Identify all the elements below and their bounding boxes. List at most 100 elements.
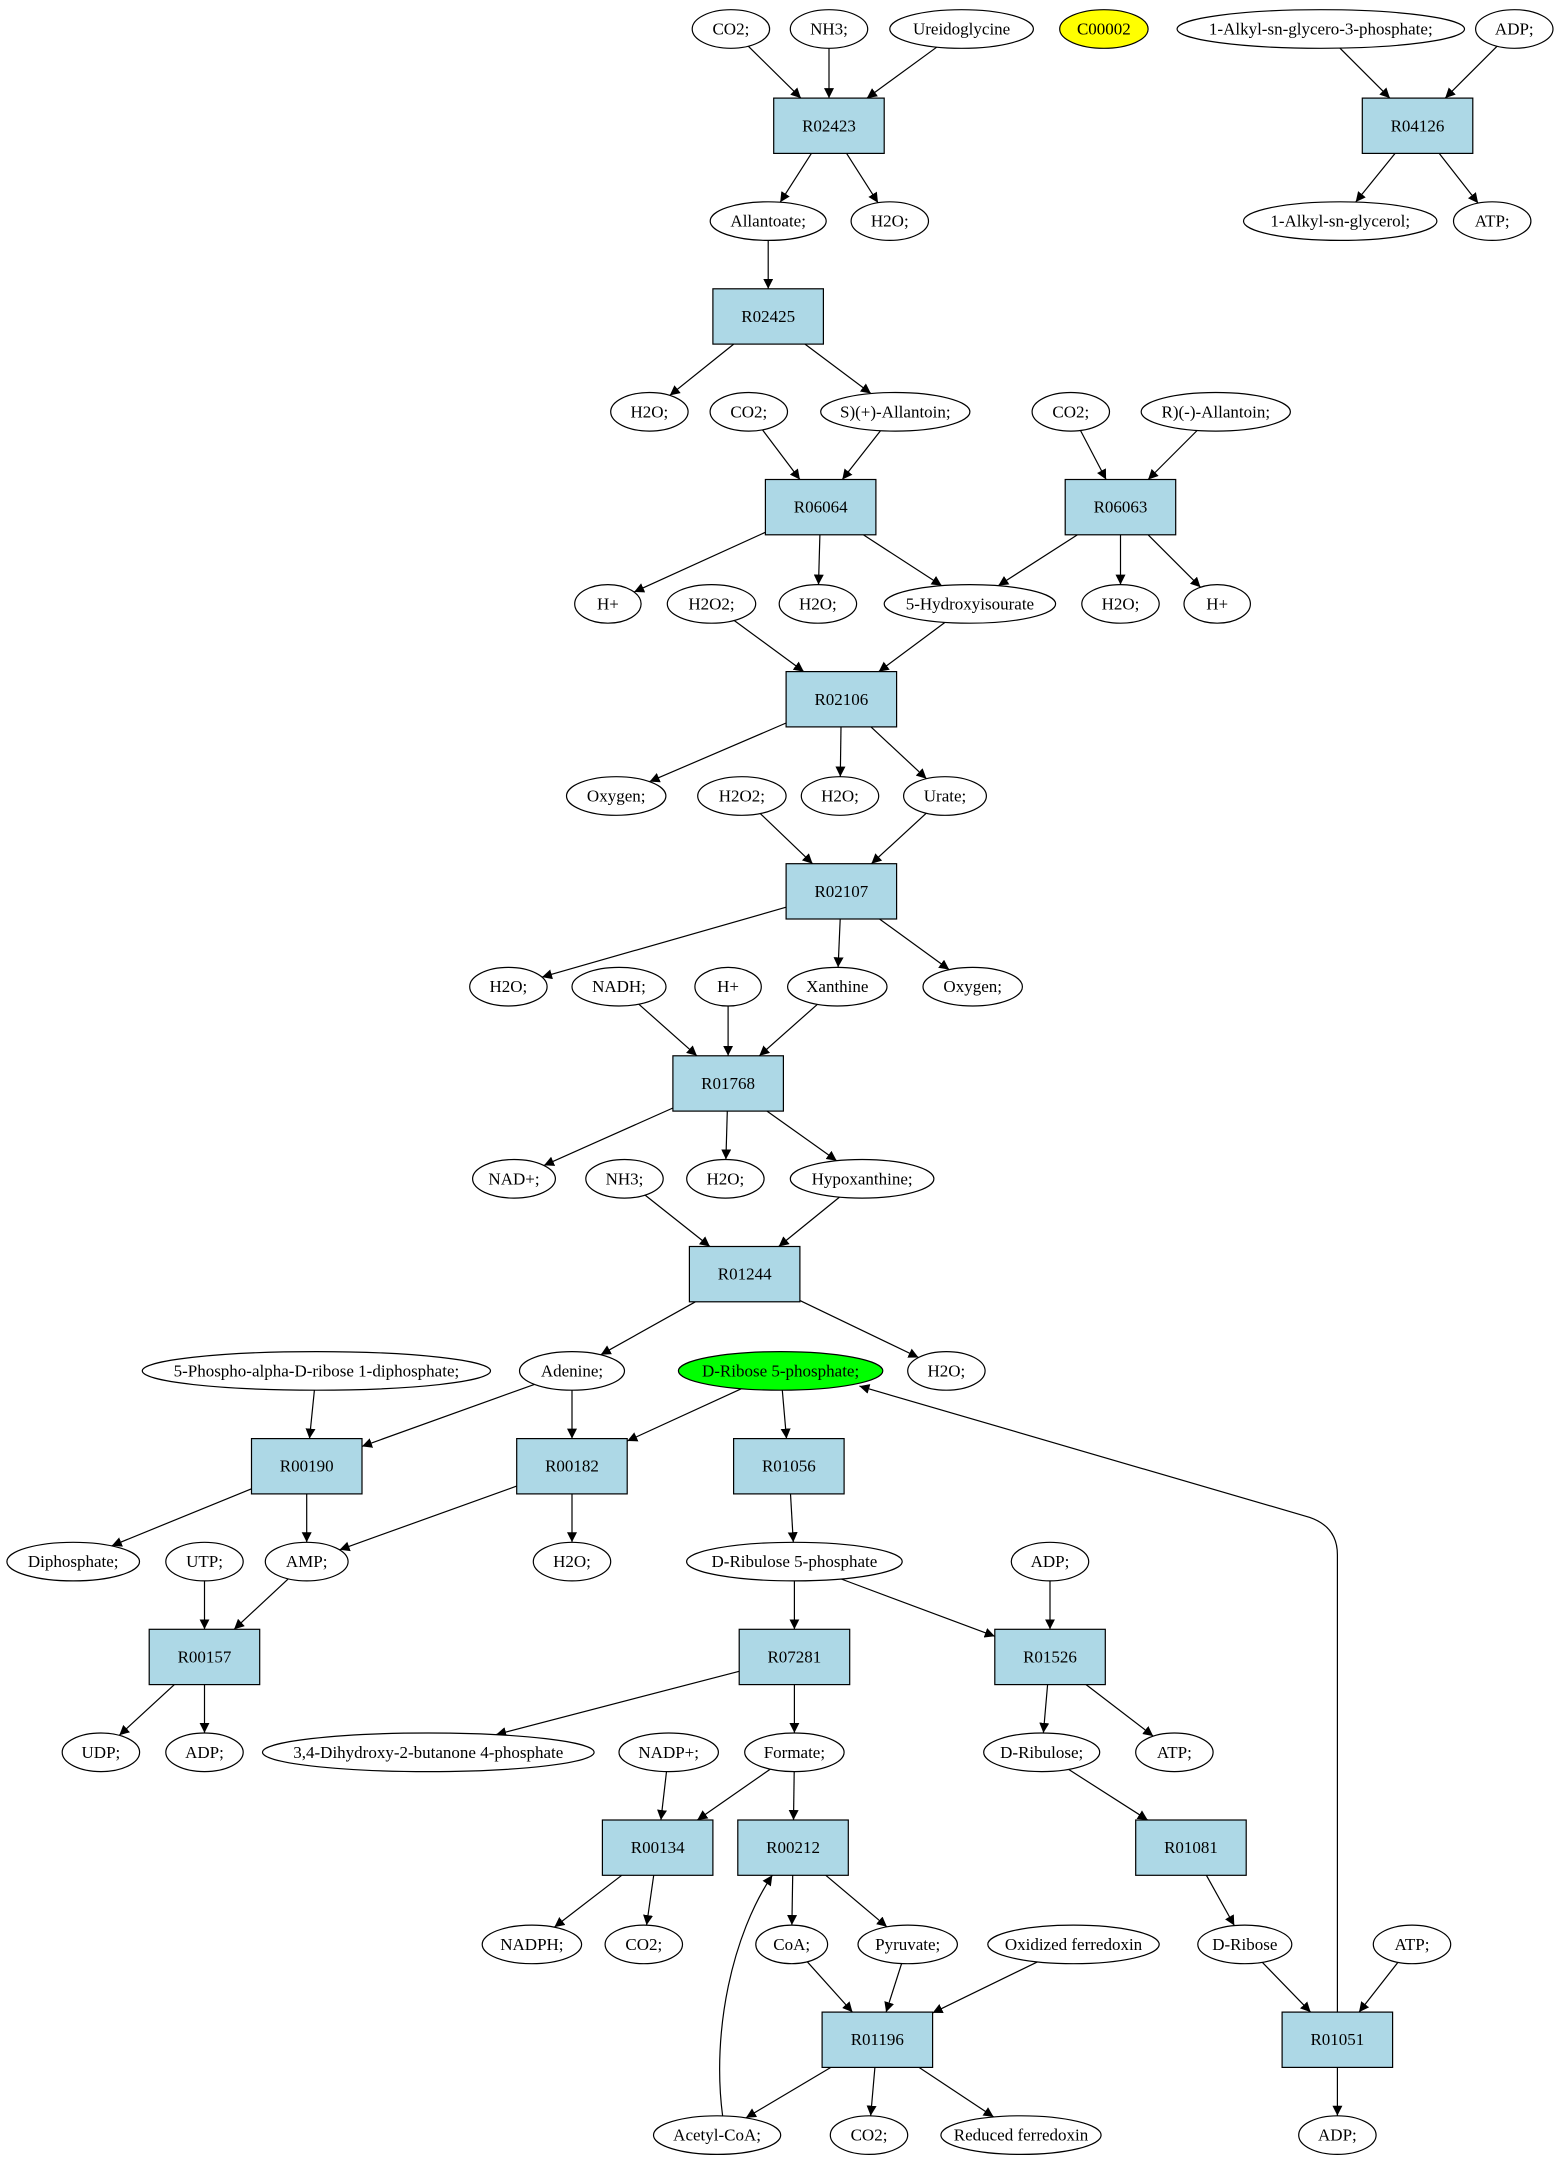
compound-node: NADPH; (481, 1924, 583, 1965)
compound-node: UDP; (61, 1732, 141, 1773)
compound-node: H2O; (532, 1541, 612, 1582)
compound-node: D-Ribose 5-phosphate; (677, 1350, 884, 1391)
edge-R00134-to-c_co2_4 (643, 1875, 655, 1926)
compound-node: H2O2; (697, 776, 787, 816)
edge-c_co2_3-to-R06063 (1079, 430, 1107, 480)
compound-label: D-Ribose (1212, 1935, 1277, 1954)
compound-ellipse (686, 1158, 765, 1199)
compound-node: H+ (1183, 584, 1252, 624)
edge-R02425-to-c_h2o_2 (669, 343, 735, 396)
compound-ellipse (755, 1924, 829, 1965)
reaction-box (1361, 97, 1474, 154)
edge-c_s_allantoin-to-R06064 (841, 430, 881, 480)
reaction-node: R00157 (148, 1628, 261, 1686)
compound-label: AMP; (286, 1552, 328, 1571)
compound-ellipse (61, 1732, 141, 1773)
compound-label: 3,4-Dihydroxy-2-butanone 4-phosphate (293, 1743, 563, 1762)
compound-label: D-Ribulose; (1000, 1743, 1083, 1762)
compound-node: Formate; (744, 1732, 845, 1773)
edge-c_xanthine-to-R01768 (758, 1003, 818, 1057)
compound-ellipse (618, 1732, 720, 1773)
compound-node: D-Ribose (1197, 1924, 1293, 1965)
edge-c_h2o2_2-to-R02107 (759, 813, 814, 865)
reaction-node: R01081 (1135, 1819, 1247, 1876)
reaction-node: R02106 (785, 670, 898, 728)
edge-R00212-to-c_coa (787, 1875, 798, 1926)
edge-R00134-to-c_nadph (554, 1874, 623, 1928)
compound-ellipse (1372, 1924, 1452, 1965)
reaction-node: R02107 (785, 863, 898, 920)
edge-c_5hiu-to-R02106 (878, 621, 946, 673)
compound-label: ATP; (1395, 1935, 1430, 1954)
edge-R01056-to-c_ribulose5p (787, 1493, 798, 1543)
compound-ellipse (666, 584, 757, 624)
compound-ellipse (1059, 9, 1149, 49)
edge-c_atp_3-to-R01051 (1358, 1962, 1399, 2013)
compound-ellipse (694, 966, 762, 1007)
compound-ellipse (6, 1541, 141, 1582)
edge-c_dribose-to-R01051 (1261, 1961, 1312, 2013)
edge-c_prpp-to-R00190 (305, 1390, 316, 1439)
reaction-label: R02425 (741, 307, 795, 326)
reaction-label: R00190 (280, 1457, 334, 1476)
compound-node: CO2; (604, 1924, 684, 1965)
compound-ellipse (789, 9, 869, 49)
compound-node: Pyruvate; (857, 1924, 959, 1965)
compound-label: Allantoate; (730, 212, 806, 231)
compound-ellipse (902, 776, 987, 816)
edge-R04126-to-c_atp_1 (1438, 153, 1479, 204)
compound-ellipse (677, 1350, 884, 1391)
reaction-label: R01768 (701, 1074, 755, 1093)
compound-ellipse (1010, 1541, 1090, 1582)
edge-R02106-to-c_urate (870, 726, 927, 780)
compound-label: Acetyl-CoA; (673, 2126, 761, 2145)
compound-label: ATP; (1475, 212, 1510, 231)
edge-c_acetylcoa-to-R00212 (719, 1874, 773, 2116)
edge-R02107-to-c_xanthine (833, 918, 844, 968)
compound-ellipse (604, 1924, 684, 1965)
edge-c_adp_1-to-R04126 (1444, 45, 1498, 99)
compound-ellipse (1475, 9, 1554, 49)
compound-ellipse (1183, 584, 1252, 624)
compound-label: H2O; (821, 787, 859, 806)
reaction-label: R01526 (1023, 1647, 1077, 1666)
compound-label: H2O; (871, 212, 909, 231)
compound-label: UDP; (82, 1743, 121, 1762)
compound-ellipse (1452, 201, 1532, 242)
compound-node: H+ (694, 966, 762, 1007)
compound-ellipse (1031, 391, 1111, 432)
reaction-box (688, 1245, 801, 1303)
compound-label: CO2; (851, 2126, 888, 2145)
reaction-label: R00182 (545, 1457, 599, 1476)
compound-ellipse (1298, 2115, 1377, 2156)
compound-node: H2O; (800, 776, 880, 816)
edge-R06064-to-c_5hiu (862, 534, 943, 587)
reaction-node: R01244 (688, 1245, 801, 1303)
compound-node: AMP; (264, 1541, 349, 1582)
compound-node: D-Ribulose 5-phosphate (686, 1541, 903, 1582)
compound-node: ATP; (1452, 201, 1532, 242)
reaction-box (732, 1437, 845, 1495)
compound-node: Oxygen; (565, 776, 667, 816)
compound-ellipse (261, 1732, 595, 1773)
edge-c_co2_2-to-R06064 (762, 429, 801, 480)
compound-label: CO2; (1052, 402, 1089, 421)
compound-node: H2O; (778, 584, 858, 624)
compound-label: Reduced ferredoxin (954, 2126, 1089, 2145)
compound-ellipse (571, 966, 667, 1007)
edges-layer (111, 45, 1498, 2119)
edge-c_dribulose-to-R01081 (1068, 1768, 1149, 1821)
compound-label: Oxygen; (587, 787, 646, 806)
edge-R01768-to-c_hypoxanthine (766, 1110, 838, 1162)
compound-node: ATP; (1372, 1924, 1452, 1965)
compound-ellipse (820, 391, 971, 432)
reaction-box (712, 288, 825, 345)
compound-node: H2O; (1081, 584, 1160, 624)
edge-R02107-to-c_h2o_6 (541, 906, 787, 980)
compound-label: S)(+)-Allantoin; (840, 402, 951, 421)
compound-label: CO2; (730, 402, 767, 421)
compound-label: Pyruvate; (875, 1935, 940, 1954)
reaction-box (250, 1437, 363, 1495)
compound-ellipse (889, 9, 1034, 49)
